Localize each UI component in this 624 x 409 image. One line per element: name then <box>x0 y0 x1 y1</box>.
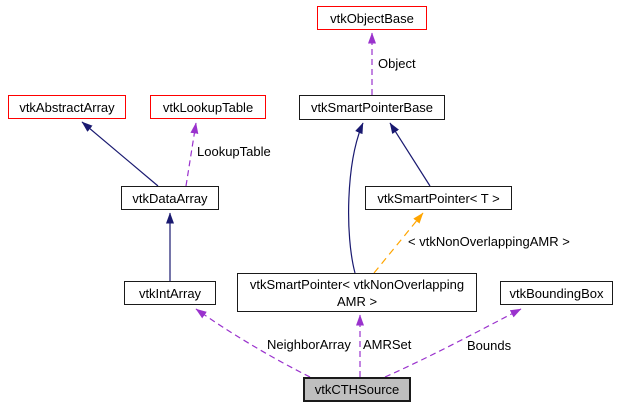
node-label-line1: vtkSmartPointer< vtkNonOverlapping <box>249 276 465 292</box>
edge-template-instance <box>373 212 424 274</box>
edge-label-object: Object <box>378 56 416 71</box>
edge-label-neighborarray: NeighborArray <box>267 337 351 352</box>
edge-inherit-smartpointeramr-base <box>348 122 364 274</box>
node-vtkcthsource: vtkCTHSource <box>303 377 411 402</box>
node-vtksmartpointer-vtknonoverlappingamr[interactable]: vtkSmartPointer< vtkNonOverlapping AMR > <box>237 273 477 312</box>
node-vtkabstractarray[interactable]: vtkAbstractArray <box>8 95 126 119</box>
node-vtkdataarray[interactable]: vtkDataArray <box>121 186 219 210</box>
edge-inherit-dataarray-abstractarray <box>81 121 159 187</box>
node-vtksmartpointer-t[interactable]: vtkSmartPointer< T > <box>365 186 512 210</box>
edge-usage-lookuptable <box>185 122 199 187</box>
node-vtksmartpointerbase[interactable]: vtkSmartPointerBase <box>299 95 445 120</box>
node-vtkintarray[interactable]: vtkIntArray <box>124 281 216 305</box>
node-vtkboundingbox[interactable]: vtkBoundingBox <box>500 281 613 305</box>
edge-label-bounds: Bounds <box>467 338 512 353</box>
node-vtkobjectbase[interactable]: vtkObjectBase <box>317 6 427 30</box>
edge-label-template-args: < vtkNonOverlappingAMR > <box>408 234 570 249</box>
edge-label-amrset: AMRSet <box>363 337 412 352</box>
node-label-line2: AMR > <box>336 293 378 309</box>
edge-label-lookuptable: LookupTable <box>197 144 271 159</box>
edge-inherit-smartpointert-base <box>389 122 431 187</box>
edge-usage-bounds <box>384 308 522 378</box>
edge-usage-neighborarray <box>195 308 311 378</box>
node-vtklookuptable[interactable]: vtkLookupTable <box>150 95 266 119</box>
